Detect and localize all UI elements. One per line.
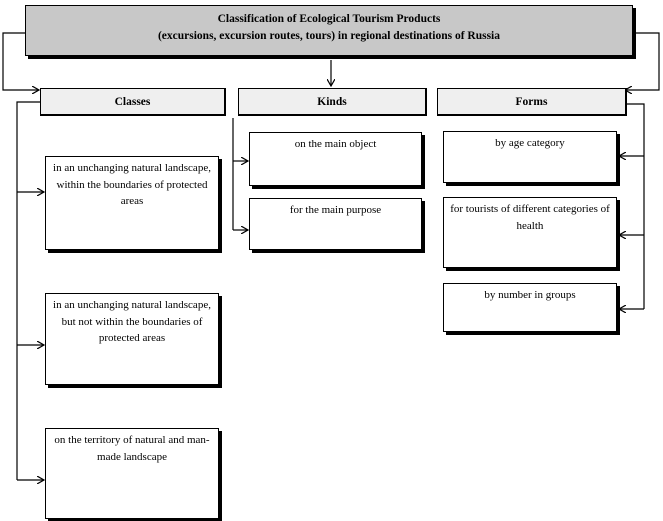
title-line-1: Classification of Ecological Tourism Pro…	[217, 13, 441, 25]
classes-item-2: in an unchanging natural landscape, but …	[45, 293, 219, 385]
forms-spine	[627, 103, 645, 309]
classes-item-3: on the territory of natural and man-made…	[45, 428, 219, 519]
classes-header: Classes	[40, 88, 226, 116]
arrow-title-to-classes	[2, 32, 39, 90]
forms-item-3: by number in groups	[443, 283, 617, 332]
forms-header: Forms	[437, 88, 627, 116]
title-box: Classification of Ecological Tourism Pro…	[25, 5, 633, 56]
arrow-title-to-forms	[625, 32, 660, 90]
forms-item-1: by age category	[443, 131, 617, 183]
kinds-item-1: on the main object	[249, 132, 422, 186]
title-line-2: (excursions, excursion routes, tours) in…	[157, 29, 501, 42]
forms-item-2: for tourists of different categories of …	[443, 197, 617, 268]
kinds-header: Kinds	[238, 88, 427, 116]
classes-item-1: in an unchanging natural landscape, with…	[45, 156, 219, 250]
kinds-item-2: for the main purpose	[249, 198, 422, 250]
classes-spine	[16, 101, 40, 480]
